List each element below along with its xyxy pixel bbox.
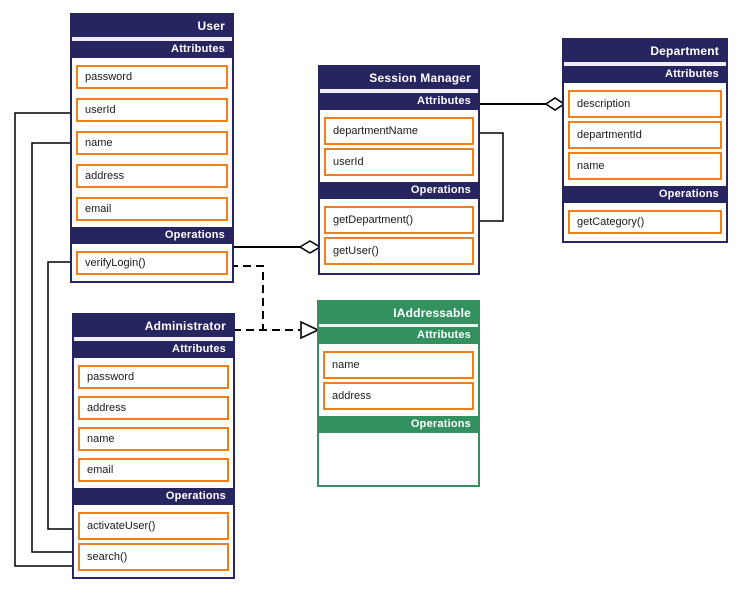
operation-row[interactable]: verifyLogin() — [76, 251, 228, 275]
attribute-row[interactable]: userId — [324, 148, 474, 176]
class-box-administrator[interactable]: Administrator Attributes password addres… — [72, 313, 235, 579]
operations-band: Operations — [564, 186, 726, 203]
attributes-section: departmentName userId — [320, 110, 478, 182]
attribute-row[interactable]: address — [78, 396, 229, 420]
association-user-userid-to-admin-search-line — [14, 112, 76, 567]
operation-row[interactable]: activateUser() — [78, 512, 229, 540]
operation-row[interactable]: search() — [78, 543, 229, 571]
title-separator — [72, 37, 232, 41]
class-box-session-manager[interactable]: Session Manager Attributes departmentNam… — [318, 65, 480, 275]
class-box-user[interactable]: User Attributes password userId name add… — [70, 13, 234, 283]
attributes-section: password address name email — [74, 358, 233, 488]
attributes-band: Attributes — [74, 341, 233, 358]
attribute-row[interactable]: name — [323, 351, 474, 380]
attribute-row[interactable]: name — [568, 152, 722, 180]
operation-row[interactable]: getUser() — [324, 237, 474, 265]
title-separator — [320, 89, 478, 93]
attribute-row[interactable]: name — [78, 427, 229, 451]
operation-row[interactable]: getDepartment() — [324, 206, 474, 234]
operations-section: activateUser() search() — [74, 505, 233, 577]
association-user-name-to-admin-search-line — [31, 142, 76, 553]
title-separator — [74, 337, 233, 341]
attributes-band: Attributes — [72, 41, 232, 58]
attributes-section: name address — [319, 344, 478, 417]
interface-title: IAddressable — [319, 302, 478, 324]
attribute-row[interactable]: name — [76, 131, 228, 155]
attribute-row[interactable]: password — [78, 365, 229, 389]
attributes-section: password userId name address email — [72, 58, 232, 227]
association-user-verifylogin-to-admin-activateuser-line — [47, 261, 76, 530]
realization-user-to-iaddressable-line — [230, 265, 264, 330]
attributes-section: description departmentId name — [564, 83, 726, 186]
realization-triangle-iaddressable-icon — [300, 320, 320, 340]
class-box-department[interactable]: Department Attributes description depart… — [562, 38, 728, 243]
operations-section: verifyLogin() — [72, 244, 232, 281]
attributes-band: Attributes — [564, 66, 726, 83]
class-title: Administrator — [74, 315, 233, 337]
class-title: Department — [564, 40, 726, 62]
attribute-row[interactable]: address — [323, 382, 474, 411]
interface-box-iaddressable[interactable]: IAddressable Attributes name address Ope… — [317, 300, 480, 487]
operations-band: Operations — [319, 416, 478, 434]
operations-band: Operations — [74, 488, 233, 505]
association-departmentname-to-getdepartment-line — [476, 132, 504, 222]
operation-row[interactable]: getCategory() — [568, 210, 722, 234]
operations-section-empty — [319, 433, 478, 485]
attribute-row[interactable]: userId — [76, 98, 228, 122]
attribute-row[interactable]: address — [76, 164, 228, 188]
operations-section: getCategory() — [564, 203, 726, 240]
attribute-row[interactable]: email — [76, 197, 228, 221]
attribute-row[interactable]: departmentId — [568, 121, 722, 149]
attribute-row[interactable]: description — [568, 90, 722, 118]
attributes-band: Attributes — [319, 327, 478, 345]
attribute-row[interactable]: departmentName — [324, 117, 474, 145]
attribute-row[interactable]: password — [76, 65, 228, 89]
class-title: Session Manager — [320, 67, 478, 89]
title-separator — [319, 324, 478, 328]
title-separator — [564, 62, 726, 66]
operations-band: Operations — [72, 227, 232, 244]
aggregation-diamond-sessionmanager-icon — [298, 240, 322, 254]
operations-section: getDepartment() getUser() — [320, 199, 478, 271]
attributes-band: Attributes — [320, 93, 478, 110]
attribute-row[interactable]: email — [78, 458, 229, 482]
operations-band: Operations — [320, 182, 478, 199]
class-title: User — [72, 15, 232, 37]
